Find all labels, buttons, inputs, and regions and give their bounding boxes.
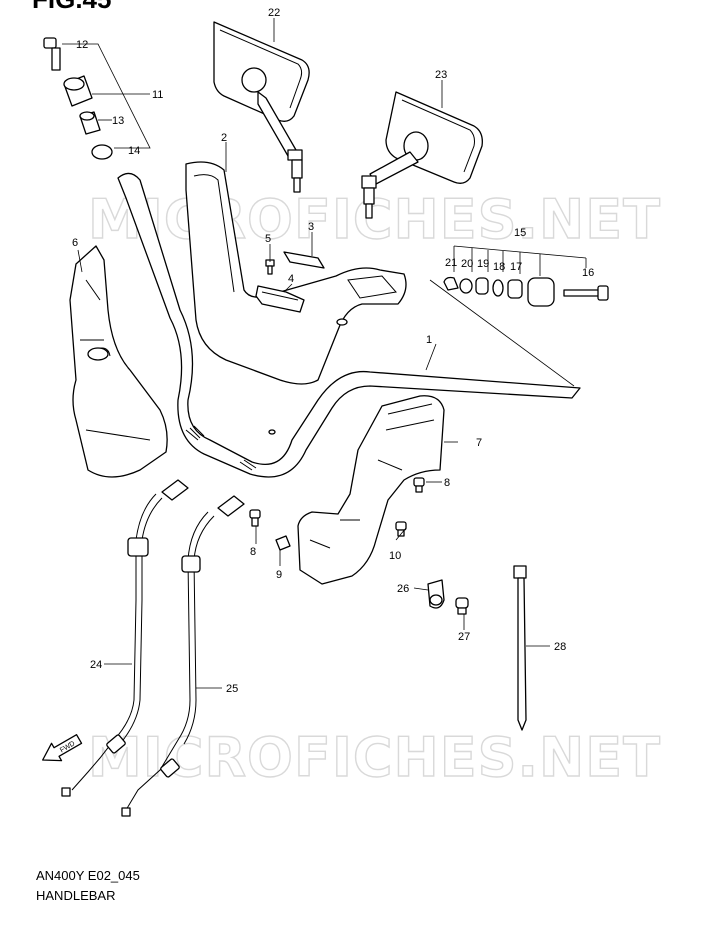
- callout-14: 14: [128, 145, 140, 157]
- callout-11: 11: [152, 89, 163, 101]
- bolt-8-left: [249, 509, 261, 527]
- washer-14: [91, 144, 113, 160]
- weight-11: [63, 75, 93, 107]
- callout-12: 12: [76, 39, 88, 51]
- callout-28: 28: [554, 641, 566, 653]
- callout-26: 26: [397, 583, 409, 595]
- callout-2: 2: [221, 132, 227, 144]
- bolt-27: [455, 597, 469, 615]
- handlebar-1: [117, 172, 581, 478]
- callout-15-bracket: [453, 245, 587, 276]
- balancer-group: [443, 276, 609, 307]
- bolt-10: [395, 521, 407, 537]
- callout-24: 24: [90, 659, 102, 671]
- callouts: 1 2 3 4 5 6 7 8 8 9 10 11 12 13 14 15 16…: [72, 7, 594, 695]
- mirror-right: [361, 91, 483, 219]
- clip-9: [275, 535, 291, 551]
- callout-20: 20: [461, 258, 473, 270]
- callout-6: 6: [72, 237, 78, 249]
- sticker-3: [283, 251, 325, 269]
- bolt-8-right: [413, 477, 425, 493]
- figure-title: FIG.45: [32, 0, 111, 15]
- callout-16: 16: [582, 267, 594, 279]
- callout-21: 21: [445, 257, 457, 269]
- callout-9: 9: [276, 569, 282, 581]
- clamp-26: [427, 579, 445, 609]
- mirror-left: [213, 21, 310, 193]
- callout-15: 15: [514, 227, 526, 239]
- section-title: HANDLEBAR: [36, 888, 116, 903]
- spacer-13: [79, 111, 101, 135]
- callout-18: 18: [493, 261, 505, 273]
- callout-1: 1: [426, 334, 432, 346]
- bolt-12: [43, 37, 61, 71]
- fwd-arrow: FWD: [42, 734, 83, 762]
- screw-5: [265, 259, 275, 275]
- handlebar-cover-2: [185, 161, 407, 385]
- right-cover-7: [297, 395, 445, 585]
- throttle-cable-25: [121, 495, 245, 817]
- cable-tie-28: [513, 565, 527, 731]
- callout-22: 22: [268, 7, 280, 19]
- callout-23: 23: [435, 69, 447, 81]
- callout-4: 4: [288, 273, 294, 285]
- callout-8-right: 8: [444, 477, 450, 489]
- callout-25: 25: [226, 683, 238, 695]
- bracket-11-group: [62, 43, 151, 149]
- callout-8-left: 8: [250, 546, 256, 558]
- fwd-label: FWD: [59, 740, 76, 754]
- callout-19: 19: [477, 258, 489, 270]
- callout-5: 5: [265, 233, 271, 245]
- model-code: AN400Y E02_045: [36, 868, 140, 883]
- callout-7: 7: [476, 437, 482, 449]
- callout-3: 3: [308, 221, 314, 233]
- leader-lines: [77, 18, 550, 689]
- clamp-4: [255, 285, 305, 313]
- watermark-bottom: MICROFICHES.NET: [88, 726, 661, 789]
- callout-27: 27: [458, 631, 470, 643]
- callout-10: 10: [389, 550, 401, 562]
- callout-13: 13: [112, 115, 124, 127]
- callout-17: 17: [510, 261, 522, 273]
- left-cover-6: [69, 245, 168, 478]
- axis-line: [429, 279, 575, 387]
- throttle-cable-24: [61, 479, 189, 797]
